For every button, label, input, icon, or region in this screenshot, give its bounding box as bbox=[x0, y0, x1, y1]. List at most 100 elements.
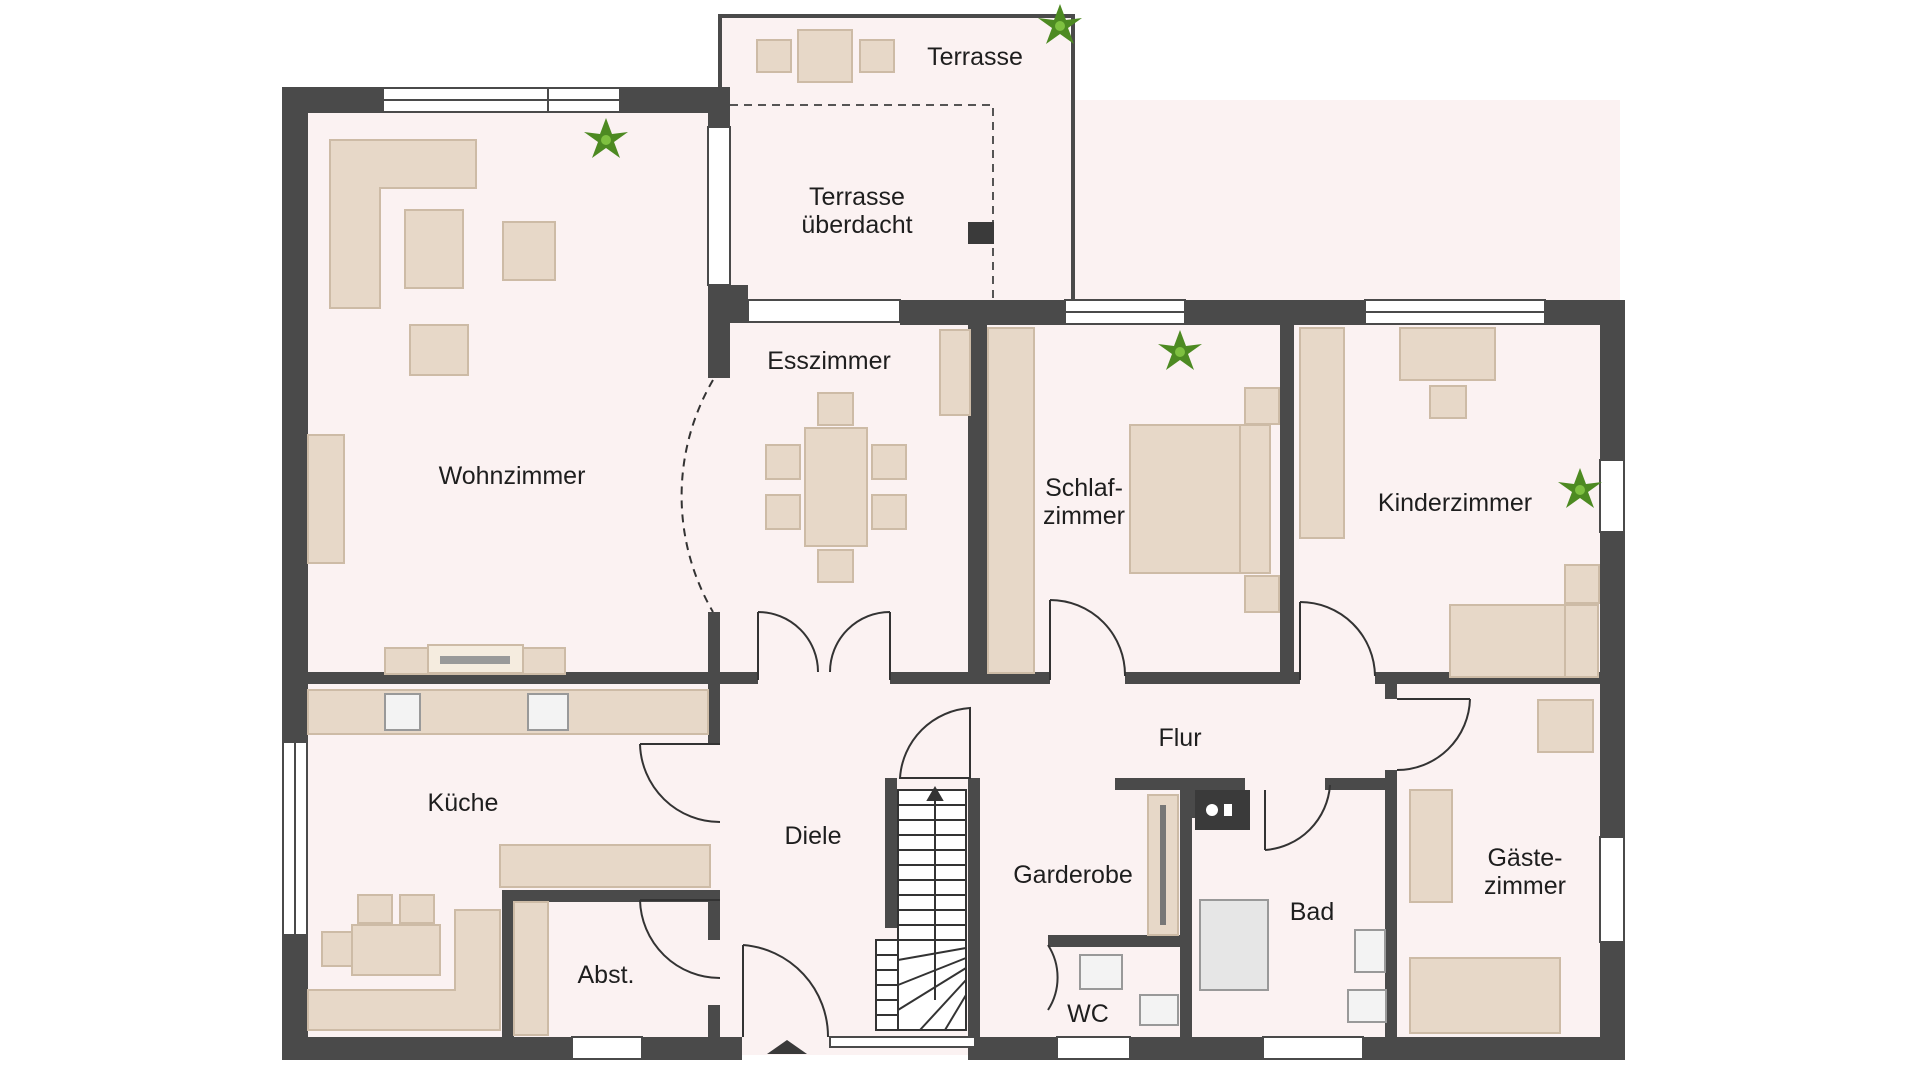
label-line: Kinderzimmer bbox=[1377, 489, 1533, 517]
kitchen-chair bbox=[357, 894, 393, 924]
dining-chair bbox=[765, 444, 801, 480]
door-arc bbox=[757, 611, 819, 680]
doors bbox=[639, 379, 1471, 1038]
label-line: Bad bbox=[1289, 898, 1335, 926]
kitchen-island bbox=[499, 844, 711, 888]
label-kueche: Küche bbox=[428, 789, 499, 817]
armchair bbox=[409, 324, 469, 376]
plant-icon bbox=[1558, 468, 1602, 508]
dining-cabinet bbox=[939, 329, 971, 416]
bath-toilet bbox=[1347, 989, 1387, 1023]
door-arc bbox=[898, 706, 971, 779]
door-arc bbox=[1264, 784, 1331, 851]
label-gaestezimmer: Gäste- zimmer bbox=[1484, 844, 1566, 900]
door-arc bbox=[639, 743, 721, 823]
wc-basin bbox=[1079, 954, 1123, 990]
window bbox=[1056, 1036, 1131, 1060]
label-line: überdacht bbox=[801, 211, 913, 239]
kids-bed-pillow bbox=[1564, 604, 1599, 678]
wall bbox=[1125, 672, 1285, 684]
dining-chair bbox=[871, 444, 907, 480]
wall bbox=[975, 672, 1050, 684]
plant-icon bbox=[1038, 4, 1082, 44]
desk-chair bbox=[1429, 385, 1467, 419]
wall bbox=[708, 684, 720, 744]
windows bbox=[282, 87, 1625, 1060]
label-line: Abst. bbox=[577, 961, 635, 989]
label-line: Diele bbox=[784, 822, 842, 850]
wall bbox=[642, 1037, 742, 1060]
wall bbox=[890, 672, 975, 684]
stove bbox=[527, 693, 569, 731]
label-line: Gäste- bbox=[1487, 844, 1563, 872]
door-arc bbox=[639, 899, 721, 979]
door-arc bbox=[742, 944, 830, 1038]
window bbox=[707, 126, 731, 286]
label-line: Garderobe bbox=[1013, 861, 1133, 889]
wall bbox=[708, 612, 720, 682]
label-flur: Flur bbox=[1158, 724, 1201, 752]
coat-rack-rail bbox=[1160, 805, 1166, 925]
plants bbox=[584, 4, 1602, 508]
utility-box bbox=[1195, 790, 1250, 830]
dining-table bbox=[804, 427, 868, 547]
label-line: Esszimmer bbox=[767, 347, 891, 375]
wall bbox=[708, 900, 720, 940]
kitchen-chair bbox=[399, 894, 435, 924]
wall bbox=[708, 285, 730, 378]
kids-wardrobe bbox=[1299, 327, 1345, 539]
wall bbox=[968, 778, 980, 1060]
label-line: Flur bbox=[1158, 724, 1202, 752]
label-esszimmer: Esszimmer bbox=[767, 347, 891, 375]
label-terrasse-ueberdacht: Terrasse überdacht bbox=[801, 183, 912, 239]
wc-toilet bbox=[1139, 994, 1179, 1026]
kitchen-bench bbox=[307, 909, 501, 1031]
wall bbox=[1048, 935, 1180, 947]
kitchen-chair bbox=[321, 931, 353, 967]
label-line: WC bbox=[1067, 1000, 1109, 1028]
guest-armchair bbox=[1537, 699, 1594, 753]
corner-sofa bbox=[329, 139, 477, 309]
terrace-table bbox=[797, 29, 853, 83]
coffee-table bbox=[404, 209, 464, 289]
tv-screen bbox=[440, 656, 510, 664]
bed-pillow bbox=[1239, 424, 1271, 574]
wall bbox=[1600, 942, 1625, 1060]
wall bbox=[1363, 1037, 1625, 1060]
wall bbox=[1600, 300, 1625, 460]
label-diele: Diele bbox=[785, 822, 842, 850]
label-terrasse: Terrasse bbox=[927, 43, 1023, 71]
armchair bbox=[502, 221, 556, 281]
kitchen-table bbox=[351, 924, 441, 976]
label-kinderzimmer: Kinderzimmer bbox=[1378, 489, 1532, 517]
door-arc bbox=[1047, 944, 1059, 1011]
window bbox=[747, 299, 901, 323]
dining-chair bbox=[765, 494, 801, 530]
label-line: Terrasse bbox=[927, 43, 1023, 71]
wall bbox=[975, 1037, 1057, 1060]
terrace-chair bbox=[756, 39, 792, 73]
shower bbox=[1199, 899, 1269, 991]
wall bbox=[1180, 790, 1192, 1060]
wall bbox=[708, 1005, 720, 1060]
wall bbox=[885, 778, 897, 928]
wall bbox=[1280, 672, 1300, 684]
wall bbox=[975, 320, 987, 682]
window bbox=[571, 1036, 643, 1060]
label-line: Schlaf- bbox=[1045, 474, 1123, 502]
door-arc bbox=[1049, 599, 1127, 680]
dining-chair bbox=[817, 392, 854, 426]
nightstand bbox=[1244, 575, 1280, 613]
door-arc bbox=[1396, 698, 1471, 771]
wall bbox=[1130, 1037, 1263, 1060]
wall bbox=[282, 684, 308, 744]
door-arc bbox=[680, 379, 714, 613]
label-line: Küche bbox=[427, 789, 499, 817]
entrance-arrow bbox=[767, 1040, 807, 1054]
label-line: Terrasse bbox=[809, 183, 905, 211]
wall bbox=[1325, 778, 1397, 790]
window bbox=[1599, 459, 1625, 533]
sideboard bbox=[307, 434, 345, 564]
label-wohnzimmer: Wohnzimmer bbox=[439, 462, 586, 490]
furniture bbox=[307, 29, 1600, 1036]
